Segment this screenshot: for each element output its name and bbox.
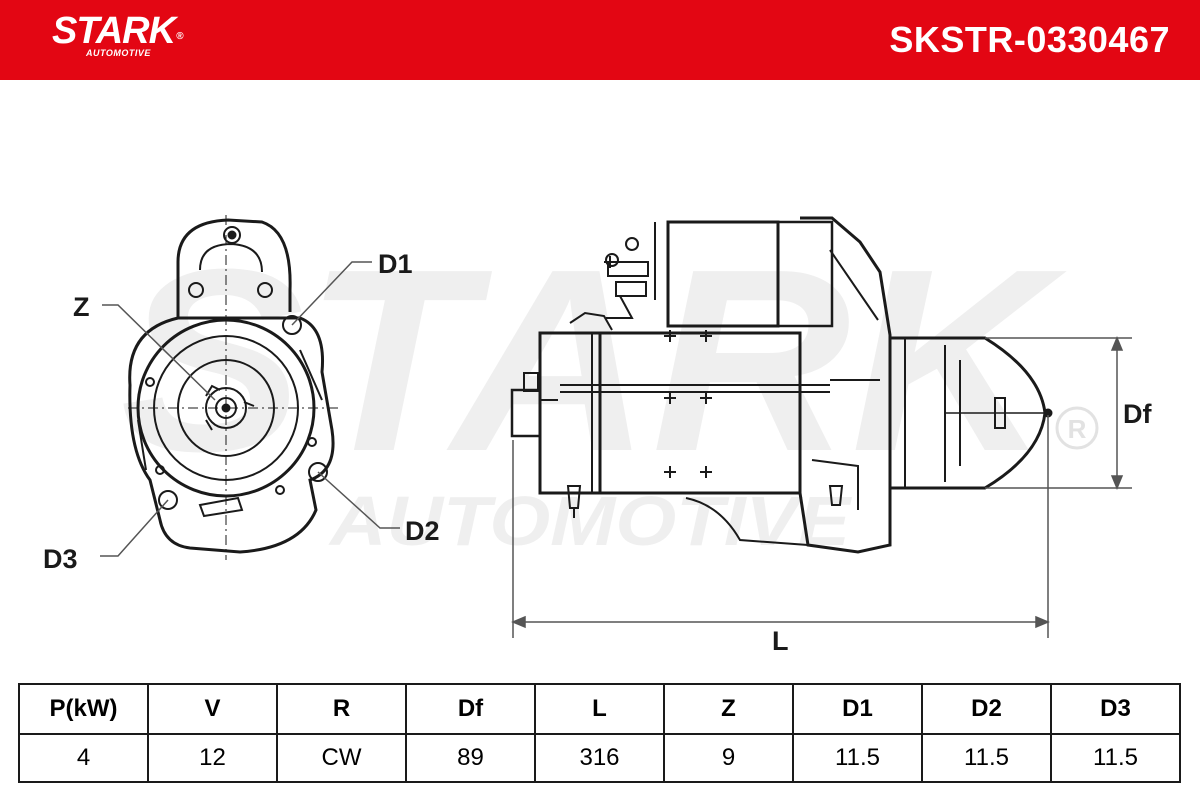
spec-value-cell: 12 [147, 733, 278, 783]
brand-name: STARK [52, 10, 176, 52]
solenoid-lobe-outline [176, 218, 292, 318]
brand-logo: STARK® AUTOMOTIVE [52, 10, 184, 58]
front-view [128, 215, 340, 560]
label-z: Z [73, 292, 90, 322]
leader-d1 [291, 261, 372, 326]
spec-value-cell: 89 [405, 733, 536, 783]
spec-header-cell: Z [663, 683, 794, 735]
leader-d2 [317, 471, 400, 529]
label-df: Df [1123, 399, 1152, 429]
label-d1: D1 [378, 249, 413, 279]
spec-header-cell: D3 [1050, 683, 1181, 735]
front-view-leaders [100, 261, 400, 557]
dimension-l [511, 415, 1050, 638]
technical-drawing: STARK AUTOMOTIVE R [43, 215, 1152, 656]
side-view [510, 216, 1053, 554]
spec-table: P(kW) V R Df L Z D1 D2 D3 4 12 CW 89 316… [18, 683, 1181, 783]
mounting-hole-d3 [158, 490, 178, 510]
spec-header-row: P(kW) V R Df L Z D1 D2 D3 [18, 683, 1181, 735]
spec-value-cell: 11.5 [921, 733, 1052, 783]
watermark-reg-circle [1055, 406, 1099, 450]
leader-z [102, 304, 216, 401]
spec-header-cell: V [147, 683, 278, 735]
header-bar: STARK® AUTOMOTIVE SKSTR-0330467 [0, 0, 1200, 80]
label-d2: D2 [405, 516, 440, 546]
spec-value-cell: CW [276, 733, 407, 783]
dimension-df [985, 336, 1132, 490]
spec-value-cell: 4 [18, 733, 149, 783]
leader-d3 [100, 499, 169, 557]
body-bolts [604, 256, 712, 478]
watermark-sub: AUTOMOTIVE [328, 482, 853, 560]
drive-housing [798, 216, 892, 554]
label-d3: D3 [43, 544, 78, 574]
spec-value-row: 4 12 CW 89 316 9 11.5 11.5 11.5 [18, 733, 1181, 783]
brand-tagline: AUTOMOTIVE [86, 48, 151, 58]
flange-outline [128, 316, 335, 554]
mounting-hole-d1 [282, 315, 302, 335]
spec-value-cell: 316 [534, 733, 665, 783]
spec-header-cell: D1 [792, 683, 923, 735]
mounting-hole-d2 [308, 462, 328, 482]
brand-registered-mark: ® [176, 31, 183, 42]
part-number: SKSTR-0330467 [889, 19, 1170, 60]
spec-header-cell: R [276, 683, 407, 735]
svg-text:R: R [1068, 414, 1087, 444]
spec-value-cell: 11.5 [1050, 733, 1181, 783]
spec-header-cell: D2 [921, 683, 1052, 735]
spec-header-cell: Df [405, 683, 536, 735]
spec-value-cell: 9 [663, 733, 794, 783]
spec-header-cell: P(kW) [18, 683, 149, 735]
spec-value-cell: 11.5 [792, 733, 923, 783]
watermark-main: STARK [120, 216, 1071, 506]
spec-header-cell: L [534, 683, 665, 735]
label-l: L [772, 626, 789, 656]
